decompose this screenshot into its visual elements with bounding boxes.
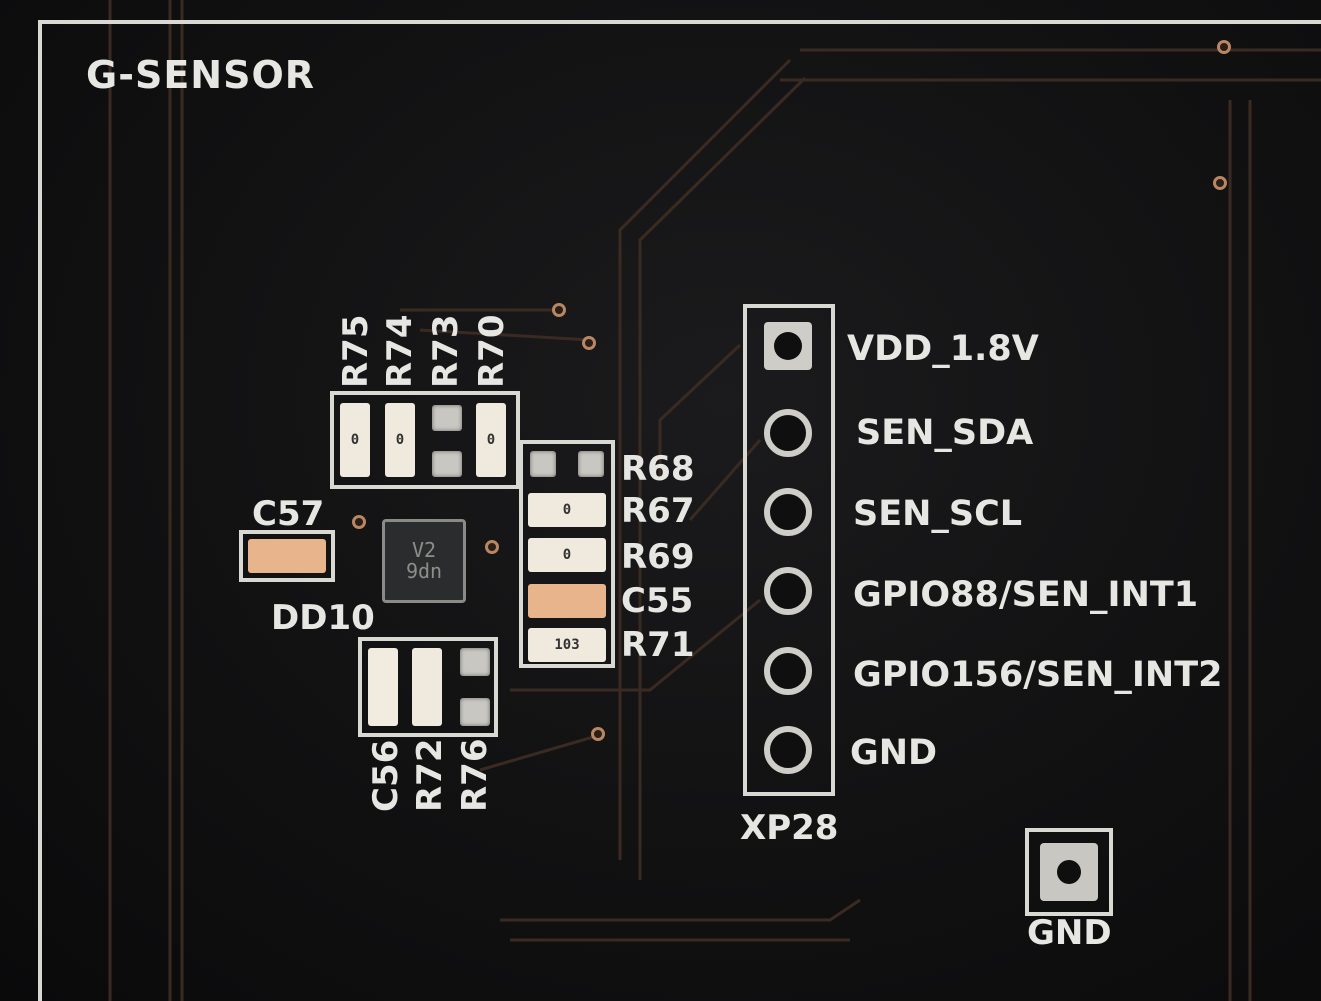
ref-r71: R71 xyxy=(621,625,695,665)
via xyxy=(1217,40,1231,54)
pin-label-sda: SEN_SDA xyxy=(856,413,1034,453)
resistor-r69: 0 xyxy=(528,538,606,572)
pad xyxy=(460,698,490,726)
ref-r72: R72 xyxy=(410,738,450,813)
resistor-r70: 0 xyxy=(476,403,506,477)
connector-pin-4 xyxy=(764,567,812,615)
connector-pin-2 xyxy=(764,409,812,457)
resistor-r74: 0 xyxy=(385,403,415,477)
resistor-array-outline xyxy=(330,391,520,489)
ref-r74: R74 xyxy=(380,314,420,389)
ref-r73: R73 xyxy=(426,314,466,389)
pin-label-vdd: VDD_1.8V xyxy=(847,329,1039,369)
capacitor-c57 xyxy=(248,539,326,573)
via xyxy=(485,540,499,554)
ref-xp28: XP28 xyxy=(740,808,839,848)
ref-c55: C55 xyxy=(621,581,694,621)
resistor-r71: 103 xyxy=(528,628,606,662)
c57-outline xyxy=(239,530,335,582)
ref-r69: R69 xyxy=(621,537,695,577)
ref-r68: R68 xyxy=(621,449,695,489)
pin-label-scl: SEN_SCL xyxy=(853,494,1023,534)
resistor-r72 xyxy=(412,648,442,726)
connector-xp28-outline xyxy=(743,304,835,796)
pad xyxy=(460,648,490,676)
test-point-gnd xyxy=(1040,843,1098,901)
connector-pin-5 xyxy=(764,647,812,695)
right-array-outline xyxy=(519,440,615,668)
connector-pin-3 xyxy=(764,488,812,536)
board-outline xyxy=(38,20,1321,1001)
ref-c57: C57 xyxy=(252,494,325,534)
pin-label-int1: GPIO88/SEN_INT1 xyxy=(853,575,1199,615)
ref-r67: R67 xyxy=(621,491,695,531)
resistor-r75: 0 xyxy=(340,403,370,477)
connector-pin-1-square xyxy=(764,322,812,370)
pad xyxy=(578,451,604,477)
pad xyxy=(530,451,556,477)
test-point-label: GND xyxy=(1027,913,1112,953)
board-title: G-SENSOR xyxy=(86,53,316,97)
ref-r76: R76 xyxy=(455,738,495,813)
test-point-outline xyxy=(1025,828,1113,916)
bottom-array-outline xyxy=(358,637,498,737)
capacitor-c56 xyxy=(368,648,398,726)
ref-dd10: DD10 xyxy=(271,598,375,638)
pad xyxy=(432,451,462,477)
via xyxy=(582,336,596,350)
connector-pin-6 xyxy=(764,726,812,774)
via xyxy=(352,515,366,529)
ref-r70: R70 xyxy=(472,314,512,389)
ref-c56: C56 xyxy=(366,739,406,812)
via xyxy=(591,727,605,741)
ic-dd10: V2 9dn xyxy=(382,519,466,603)
resistor-r67: 0 xyxy=(528,493,606,527)
via xyxy=(1213,176,1227,190)
capacitor-c55 xyxy=(528,584,606,618)
via xyxy=(552,303,566,317)
ref-r75: R75 xyxy=(336,314,376,389)
pin-label-int2: GPIO156/SEN_INT2 xyxy=(853,655,1223,695)
pin-label-gnd: GND xyxy=(850,733,938,773)
pad xyxy=(432,405,462,431)
